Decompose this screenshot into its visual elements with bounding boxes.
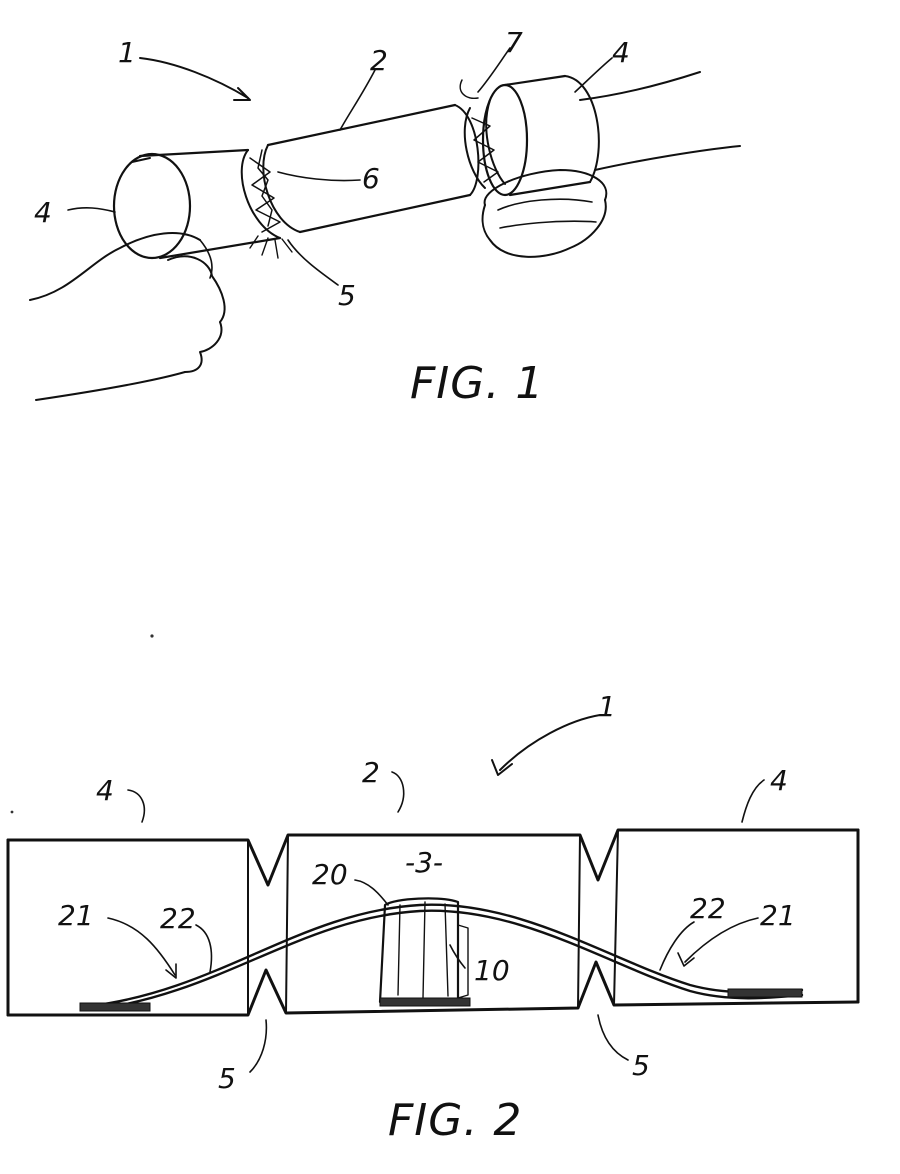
figure-2-leaders bbox=[107, 714, 765, 1073]
figure-2: 1 2 4 4 -3- 20 10 21 22 22 21 5 5 FIG. 2 bbox=[6, 690, 860, 1146]
fig1-ref-7: 7 bbox=[505, 26, 523, 59]
fig2-ref-21-right: 21 bbox=[760, 899, 796, 932]
figure-1: 1 2 4 6 5 7 4 FIG. 1 bbox=[29, 26, 741, 409]
fig1-ref-5: 5 bbox=[338, 279, 356, 312]
fig2-ref-2: 2 bbox=[362, 756, 380, 789]
left-crimp-band bbox=[240, 144, 301, 259]
left-end-tube bbox=[112, 148, 282, 260]
left-hand bbox=[29, 232, 226, 401]
speck-mark bbox=[10, 810, 14, 814]
right-hand bbox=[481, 71, 741, 258]
fig1-ref-4-left: 4 bbox=[34, 196, 52, 229]
fig1-ref-1: 1 bbox=[118, 36, 136, 69]
fig2-ref-4-right: 4 bbox=[770, 764, 788, 797]
fig2-ref-22-left: 22 bbox=[160, 902, 196, 935]
fig1-ref-2: 2 bbox=[370, 44, 388, 77]
fig2-ref-22-right: 22 bbox=[690, 892, 726, 925]
fig2-ref-10: 10 bbox=[474, 954, 510, 987]
figure-1-leaders bbox=[67, 47, 613, 286]
fig2-ref-4-left: 4 bbox=[96, 774, 114, 807]
speck-mark bbox=[150, 634, 154, 638]
fig2-caption: FIG. 2 bbox=[388, 1095, 522, 1146]
fig1-ref-4-right: 4 bbox=[612, 36, 630, 69]
fig2-ref-20: 20 bbox=[312, 858, 348, 891]
snap-strip bbox=[79, 903, 804, 1012]
gift-base bbox=[379, 997, 471, 1007]
fig2-ref-3: -3- bbox=[405, 846, 443, 879]
right-snap-pad bbox=[727, 988, 803, 998]
fig2-ref-21-left: 21 bbox=[58, 899, 94, 932]
fig1-ref-6: 6 bbox=[362, 162, 380, 195]
left-snap-pad bbox=[79, 1002, 151, 1012]
fig1-caption: FIG. 1 bbox=[410, 358, 544, 409]
cracker-outline bbox=[6, 828, 860, 1017]
gift-item bbox=[378, 897, 471, 1007]
fig2-ref-1: 1 bbox=[598, 690, 616, 723]
fig2-ref-5-right: 5 bbox=[632, 1049, 650, 1082]
central-tube bbox=[266, 103, 480, 234]
fig2-ref-5-left: 5 bbox=[218, 1062, 236, 1095]
